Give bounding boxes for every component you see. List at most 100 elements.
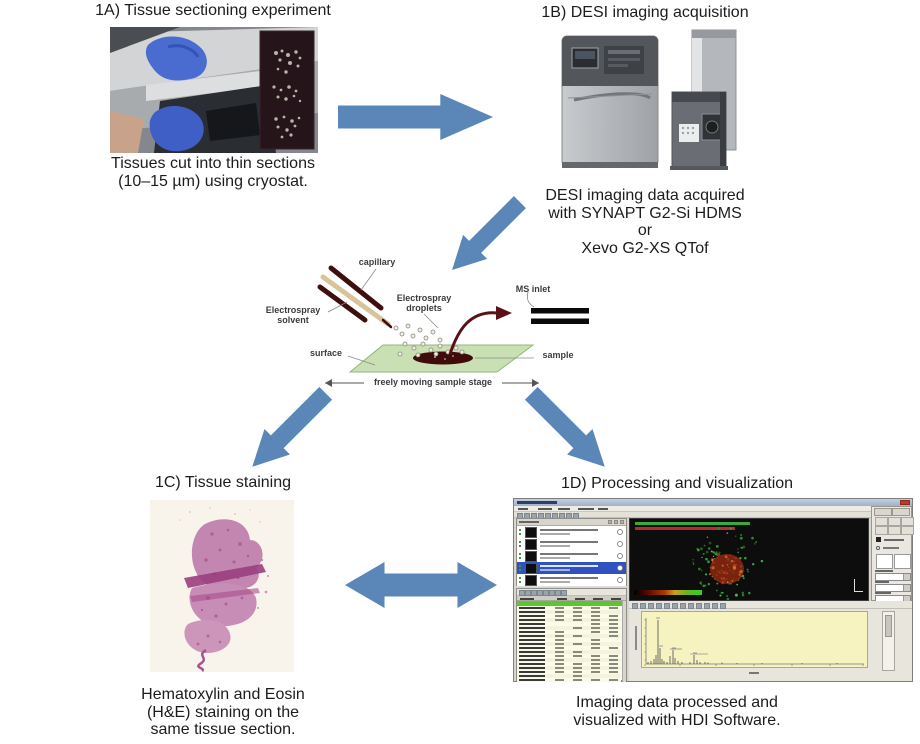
arrow-schematic-to-1d-icon <box>519 381 618 480</box>
spectrum-toolbar-icon <box>712 603 718 609</box>
decor <box>519 647 545 649</box>
decor <box>519 655 545 657</box>
decor <box>519 651 545 653</box>
decor <box>519 611 545 613</box>
ion-image-green-legend-text <box>635 522 750 525</box>
hdi-software-screenshot <box>513 498 914 682</box>
decor <box>555 635 564 637</box>
hdi-spectrum-panel <box>629 601 912 681</box>
hdi-table-toolbar <box>517 589 626 596</box>
table-toolbar-icon <box>549 590 555 596</box>
table-row <box>517 646 621 650</box>
decor <box>555 619 564 621</box>
table-row <box>517 626 621 630</box>
scale-bar-icon <box>854 579 863 592</box>
decor <box>519 619 545 621</box>
decor <box>591 615 600 617</box>
decor <box>591 639 600 641</box>
decor <box>519 623 545 625</box>
decor <box>555 671 564 673</box>
decor <box>573 667 582 669</box>
table-row <box>517 618 621 622</box>
decor <box>519 545 521 547</box>
decor <box>573 679 582 681</box>
spectrum-toolbar-icon <box>648 603 654 609</box>
menu-item <box>518 508 528 510</box>
decor <box>573 671 582 673</box>
panel-1b-caption: DESI imaging data acquired with SYNAPT G… <box>545 187 745 257</box>
table-row <box>517 670 621 674</box>
hdi-peak-table <box>516 588 627 682</box>
sample-spot-shape <box>413 351 473 365</box>
panel-1d-title: 1D) Processing and visualization <box>560 475 794 492</box>
table-row <box>517 638 621 642</box>
decor <box>555 655 564 657</box>
decor <box>609 671 618 673</box>
decor <box>519 565 521 567</box>
label-electrospray-droplets: Electrospray droplets <box>396 293 452 313</box>
desi-schematic-art <box>317 265 589 387</box>
table-toolbar-icon <box>525 590 531 596</box>
decor <box>519 615 545 617</box>
dropdown <box>875 573 911 581</box>
decor <box>573 619 582 621</box>
ion-image-tissue-overlay <box>692 526 764 600</box>
decor <box>609 607 618 609</box>
decor <box>609 663 618 665</box>
decor <box>555 639 564 641</box>
decor <box>519 569 521 571</box>
decor <box>519 553 521 555</box>
file-subtext <box>540 569 570 571</box>
table-row <box>517 634 621 638</box>
he-stained-tissue-image <box>150 500 294 672</box>
decor <box>609 667 618 669</box>
decor <box>591 607 600 609</box>
file-list-item <box>517 526 626 539</box>
decor <box>519 663 545 665</box>
decor <box>609 659 618 661</box>
decor <box>573 615 582 617</box>
file-thumbnail <box>525 527 537 538</box>
decor <box>519 557 521 559</box>
label-electrospray-solvent: Electrospray solvent <box>265 305 321 325</box>
decor <box>555 679 564 681</box>
hdi-ion-image <box>629 518 869 601</box>
swatch-icon <box>876 537 881 542</box>
arrow-schematic-to-1c-icon <box>240 381 339 480</box>
hdi-control-panel <box>871 506 914 603</box>
decor <box>573 611 582 613</box>
decor <box>609 655 618 657</box>
row-status-icon <box>617 565 623 571</box>
spectrum-toolbar-icon <box>640 603 646 609</box>
file-name-text <box>540 565 598 567</box>
hdi-title-bar <box>514 499 912 506</box>
decor <box>591 659 600 661</box>
decor <box>609 619 618 621</box>
decor <box>573 675 582 677</box>
decor <box>555 651 564 653</box>
cryostat-photo <box>110 27 318 153</box>
ion-plume-arrow <box>448 311 499 355</box>
decor <box>591 627 600 629</box>
decor <box>591 631 600 633</box>
file-list-item <box>517 574 626 587</box>
menu-item <box>538 508 552 510</box>
spectrum-toolbar-icon <box>664 603 670 609</box>
intensity-colorbar <box>634 590 702 595</box>
decor <box>519 659 545 661</box>
label-capillary: capillary <box>358 257 396 267</box>
decor <box>591 667 600 669</box>
mass-spectrometer-art <box>552 28 752 180</box>
decor <box>573 607 582 609</box>
label-ms-inlet: MS inlet <box>515 284 551 294</box>
decor <box>573 663 582 665</box>
decor <box>609 627 618 629</box>
menu-item <box>578 508 594 510</box>
panel-1b-title: 1B) DESI imaging acquisition <box>541 4 749 21</box>
hdi-file-list-header <box>517 519 626 526</box>
window-close-icon <box>900 500 910 505</box>
decor <box>555 643 564 645</box>
hdi-ctrl-tab <box>892 508 910 516</box>
decor <box>591 643 600 645</box>
row-status-icon <box>617 541 623 547</box>
